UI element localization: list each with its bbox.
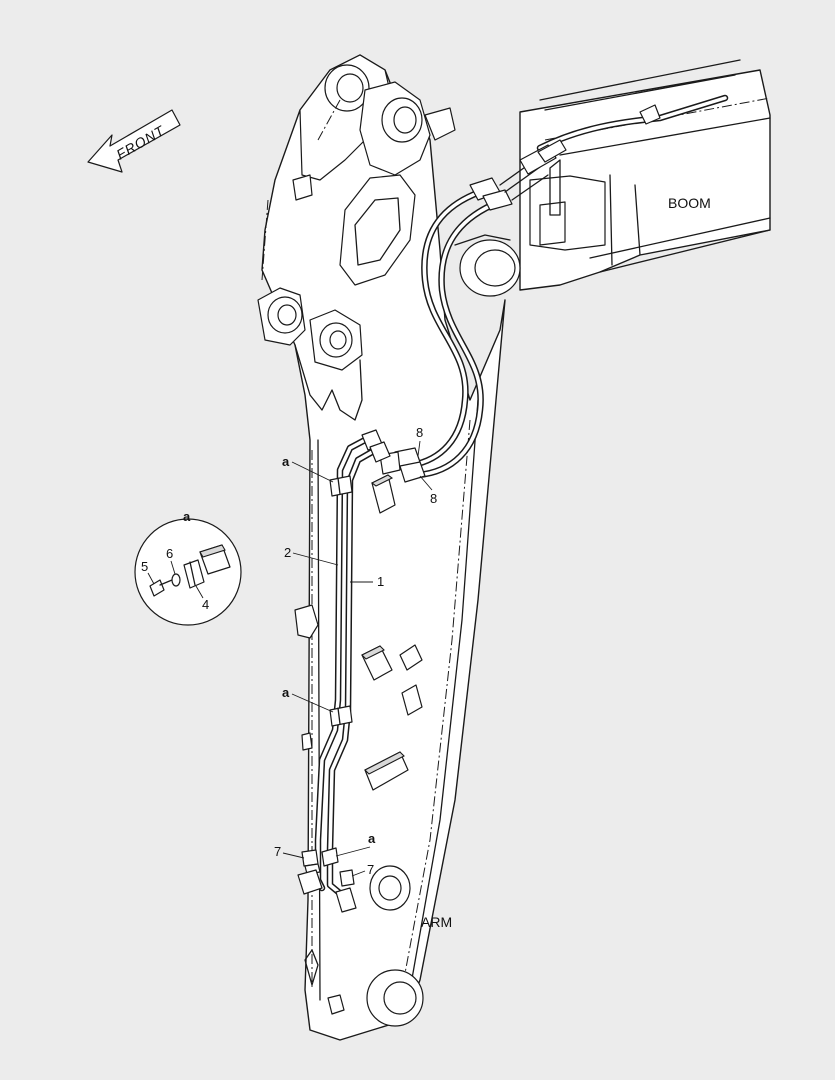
wear-pads <box>361 474 423 791</box>
pipe-clamps <box>321 475 353 867</box>
pad-1 <box>370 474 396 514</box>
pad-2 <box>361 645 393 681</box>
lower-fittings <box>297 849 357 913</box>
callout-6: 6 <box>166 546 173 561</box>
hoses <box>379 94 729 483</box>
callouts-main: 2 1 a a a 7 7 8 8 <box>274 425 437 877</box>
boom <box>424 59 771 297</box>
pad-4 <box>401 684 423 716</box>
callout-4: 4 <box>202 597 209 612</box>
pad-3 <box>399 644 423 671</box>
callout-8-top: 8 <box>416 425 423 440</box>
arm-label: ARM <box>421 914 452 930</box>
boom-label: BOOM <box>668 195 711 211</box>
callout-a-3: a <box>368 831 376 846</box>
callout-7-right: 7 <box>367 862 374 877</box>
callout-a-2: a <box>282 685 290 700</box>
callout-a-1: a <box>282 454 290 469</box>
callout-2: 2 <box>284 545 291 560</box>
pad-5 <box>364 751 409 791</box>
callout-5: 5 <box>141 559 148 574</box>
front-arrow: FRONT <box>87 109 181 173</box>
arm-body <box>257 54 506 1041</box>
detail-a: a 5 6 4 <box>134 509 242 626</box>
detail-a-label: a <box>183 509 191 524</box>
callout-1: 1 <box>377 574 384 589</box>
callout-8-bottom: 8 <box>430 491 437 506</box>
callout-7-left: 7 <box>274 844 281 859</box>
